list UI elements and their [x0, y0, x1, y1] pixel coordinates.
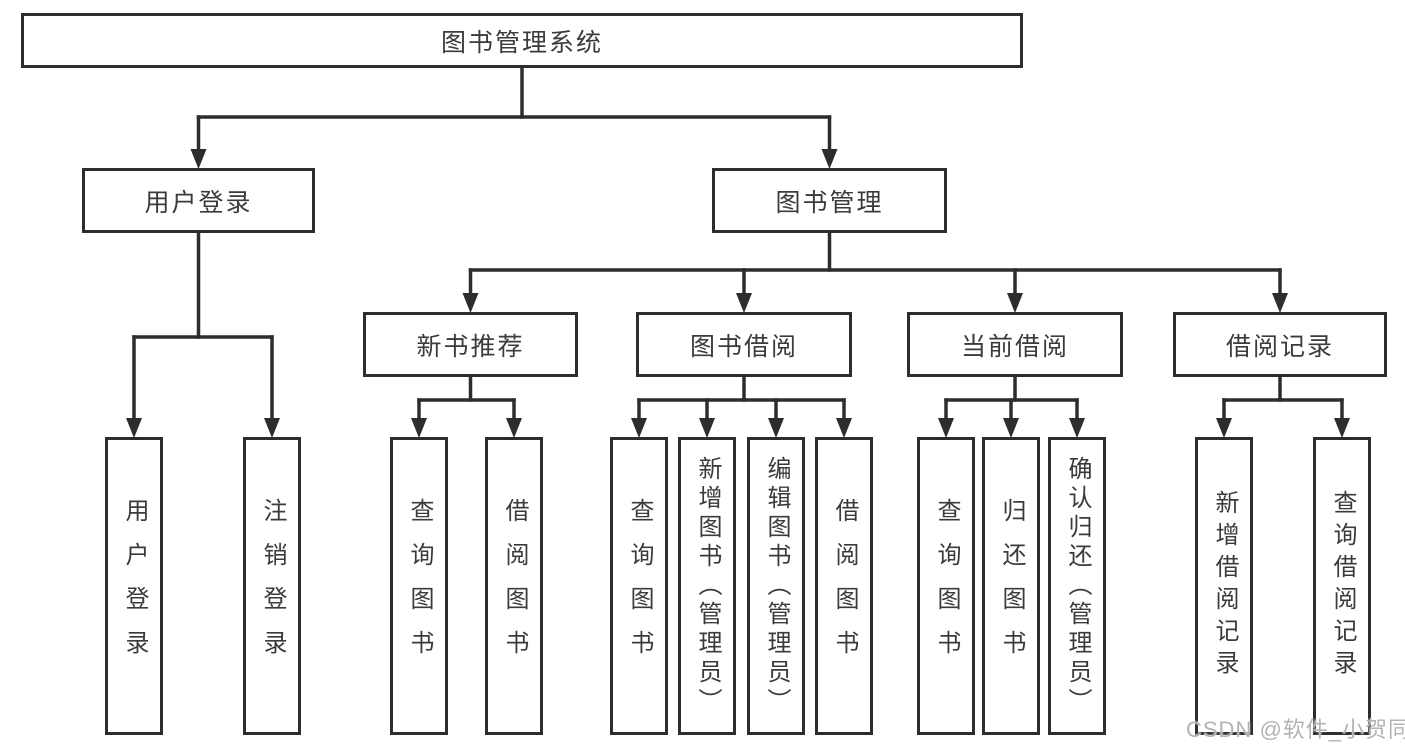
node-label: 新增图书（管理员）	[694, 455, 721, 717]
node-add-borrow-record: 新增借阅记录	[1195, 437, 1253, 735]
watermark-text: CSDN @软件_小贺同学	[1186, 717, 1405, 742]
node-query-books: 查询图书	[610, 437, 668, 735]
node-confirm-return-admin: 确认归还（管理员）	[1048, 437, 1106, 735]
node-label: 注销登录	[259, 498, 286, 674]
node-label: 用户登录	[121, 498, 148, 674]
node-borrow-books: 借阅图书	[485, 437, 543, 735]
node-add-books-admin: 新增图书（管理员）	[678, 437, 736, 735]
node-label: 新增借阅记录	[1211, 490, 1238, 682]
node-label: 确认归还（管理员）	[1064, 455, 1091, 717]
node-edit-books-admin: 编辑图书（管理员）	[747, 437, 805, 735]
node-library-management-system: 图书管理系统	[21, 13, 1023, 68]
node-label: 当前借阅	[960, 332, 1069, 361]
node-label: 归还图书	[998, 498, 1025, 674]
node-borrowing-records: 借阅记录	[1173, 312, 1387, 377]
node-label: 查询借阅记录	[1329, 490, 1356, 682]
node-user-login: 用户登录	[82, 168, 315, 233]
node-query-books: 查询图书	[390, 437, 448, 735]
node-label: 查询图书	[933, 498, 960, 674]
node-label: 借阅记录	[1225, 332, 1334, 361]
node-label: 查询图书	[406, 498, 433, 674]
node-book-management: 图书管理	[712, 168, 947, 233]
node-new-book-recommendation: 新书推荐	[363, 312, 578, 377]
node-user-login-leaf: 用户登录	[105, 437, 163, 735]
node-label: 借阅图书	[501, 498, 528, 674]
node-label: 图书管理系统	[440, 28, 603, 57]
node-label: 借阅图书	[831, 498, 858, 674]
node-label: 图书借阅	[689, 332, 798, 361]
node-current-borrowing: 当前借阅	[907, 312, 1123, 377]
node-label: 图书管理	[775, 188, 884, 217]
node-label: 新书推荐	[416, 332, 525, 361]
node-label: 用户登录	[144, 188, 253, 217]
node-book-borrowing: 图书借阅	[636, 312, 852, 377]
node-label: 查询图书	[626, 498, 653, 674]
node-query-borrow-record: 查询借阅记录	[1313, 437, 1371, 735]
node-logout-leaf: 注销登录	[243, 437, 301, 735]
node-return-books: 归还图书	[982, 437, 1040, 735]
node-borrow-books: 借阅图书	[815, 437, 873, 735]
node-query-books: 查询图书	[917, 437, 975, 735]
node-label: 编辑图书（管理员）	[763, 455, 790, 717]
